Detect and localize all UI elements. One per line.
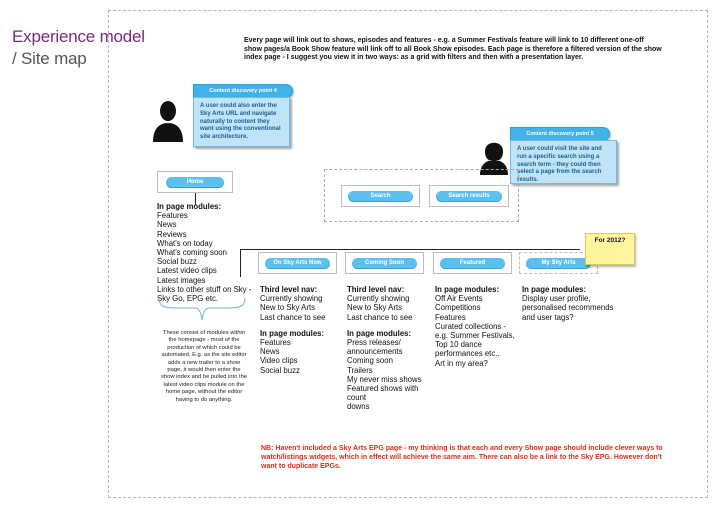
featured-module-item: Off Air Events <box>435 294 483 304</box>
on-now-module-item: News <box>260 347 280 357</box>
page-subtitle: / Site map <box>12 49 87 68</box>
sticky-note: For 2012? <box>585 233 635 265</box>
coming-soon-nav-item: Last chance to see <box>347 312 413 322</box>
coming-soon-module-item: Press releases/ <box>347 338 401 348</box>
home-note: These consist of modules within the home… <box>160 330 248 403</box>
callout-right-title: Content discovery point 5 <box>510 127 610 141</box>
callout-right: A user could visit the site and run a sp… <box>510 140 617 184</box>
coming-soon-column: Third level nav: Currently showing New t… <box>347 285 435 412</box>
home-module-item: Social buzz <box>157 257 197 267</box>
home-module-item: News <box>157 220 177 230</box>
search-node[interactable]: Search <box>341 185 420 207</box>
coming-soon-node[interactable]: Coming Soon <box>345 252 424 274</box>
brace-icon <box>158 297 246 321</box>
featured-module-item: Top 10 dance <box>435 340 482 350</box>
user-silhouette-icon <box>153 101 183 142</box>
coming-soon-module-item: announcements <box>347 347 403 357</box>
connector-horizontal <box>240 249 580 250</box>
featured-modules-heading: In page modules: <box>435 285 500 294</box>
home-module-item: What's coming soon <box>157 248 227 258</box>
nb-note: NB: Haven't included a Sky Arts EPG page… <box>261 445 663 470</box>
callout-left-body: A user could also enter the Sky Arts URL… <box>200 103 281 141</box>
coming-soon-module-item: Coming soon <box>347 356 393 366</box>
on-now-nav-heading: Third level nav: <box>260 285 318 294</box>
my-sky-arts-node[interactable]: My Sky Arts <box>519 252 598 274</box>
callout-left-title: Content discovery point 4 <box>193 84 293 98</box>
coming-soon-module-item: downs <box>347 402 370 412</box>
on-now-nav-item: New to Sky Arts <box>260 303 316 313</box>
my-sky-arts-label: My Sky Arts <box>526 258 591 269</box>
my-sky-arts-modules-heading: In page modules: <box>522 285 587 294</box>
on-now-nav-item: Last chance to see <box>260 312 326 322</box>
coming-soon-module-item: My never miss shows <box>347 374 422 384</box>
featured-module-item: Competitions <box>435 303 481 313</box>
featured-node[interactable]: Featured <box>433 252 512 274</box>
coming-soon-label: Coming Soon <box>352 258 417 269</box>
featured-label: Featured <box>440 258 505 269</box>
coming-soon-modules-heading: In page modules: <box>347 328 412 338</box>
callout-right-body: A user could visit the site and run a sp… <box>517 146 602 184</box>
user-silhouette-female-icon <box>480 142 508 175</box>
coming-soon-module-item: Trailers <box>347 365 373 375</box>
featured-column: In page modules: Off Air Events Competit… <box>435 285 519 368</box>
search-results-node[interactable]: Search results <box>429 185 509 207</box>
my-sky-arts-module-item: and user tags? <box>522 312 574 322</box>
intro-text: Every page will link out to shows, episo… <box>244 37 662 62</box>
home-node[interactable]: Home <box>157 171 233 193</box>
featured-module-item: Features <box>435 312 466 322</box>
home-modules: In page modules: Features News Reviews W… <box>157 202 257 303</box>
coming-soon-nav-heading: Third level nav: <box>347 285 405 294</box>
on-now-module-item: Video clips <box>260 356 298 366</box>
callout-left: A user could also enter the Sky Arts URL… <box>193 97 290 147</box>
search-region <box>324 169 519 222</box>
home-module-item: Sky Go, EPG etc. <box>157 294 219 304</box>
home-module-item: Features <box>157 211 188 221</box>
coming-soon-nav-item: New to Sky Arts <box>347 303 403 313</box>
on-now-module-item: Social buzz <box>260 365 300 375</box>
home-module-item: Links to other stuff on Sky - <box>157 284 252 294</box>
search-label: Search <box>348 191 413 202</box>
on-sky-arts-now-label: On Sky Arts Now <box>265 258 330 269</box>
connector-trunk <box>240 249 241 277</box>
coming-soon-module-item: Featured shows with count <box>347 384 419 403</box>
home-label: Home <box>166 177 224 188</box>
home-modules-heading: In page modules: <box>157 202 222 211</box>
featured-module-item: Curated collections - <box>435 321 507 331</box>
search-results-label: Search results <box>436 191 502 202</box>
connector-home-down <box>195 193 196 205</box>
my-sky-arts-column: In page modules: Display user profile, p… <box>522 285 622 322</box>
home-module-item: Latest video clips <box>157 266 217 276</box>
featured-module-item: e.g. Summer Festivals, <box>435 331 515 341</box>
my-sky-arts-module-item: personalised recommends <box>522 303 614 313</box>
home-module-item: Latest images <box>157 275 206 285</box>
page-title: Experience model <box>12 27 145 46</box>
on-sky-arts-now-node[interactable]: On Sky Arts Now <box>258 252 337 274</box>
my-sky-arts-module-item: Display user profile, <box>522 294 591 304</box>
featured-module-item: performances etc.. <box>435 349 500 359</box>
featured-module-item: Art in my area? <box>435 358 488 368</box>
on-now-module-item: Features <box>260 338 291 348</box>
on-now-modules-heading: In page modules: <box>260 328 325 338</box>
on-now-nav-item: Currently showing <box>260 294 323 304</box>
on-now-column: Third level nav: Currently showing New t… <box>260 285 344 375</box>
home-module-item: What's on today <box>157 238 213 248</box>
diagram-frame <box>108 10 708 498</box>
coming-soon-nav-item: Currently showing <box>347 294 410 304</box>
home-module-item: Reviews <box>157 229 187 239</box>
